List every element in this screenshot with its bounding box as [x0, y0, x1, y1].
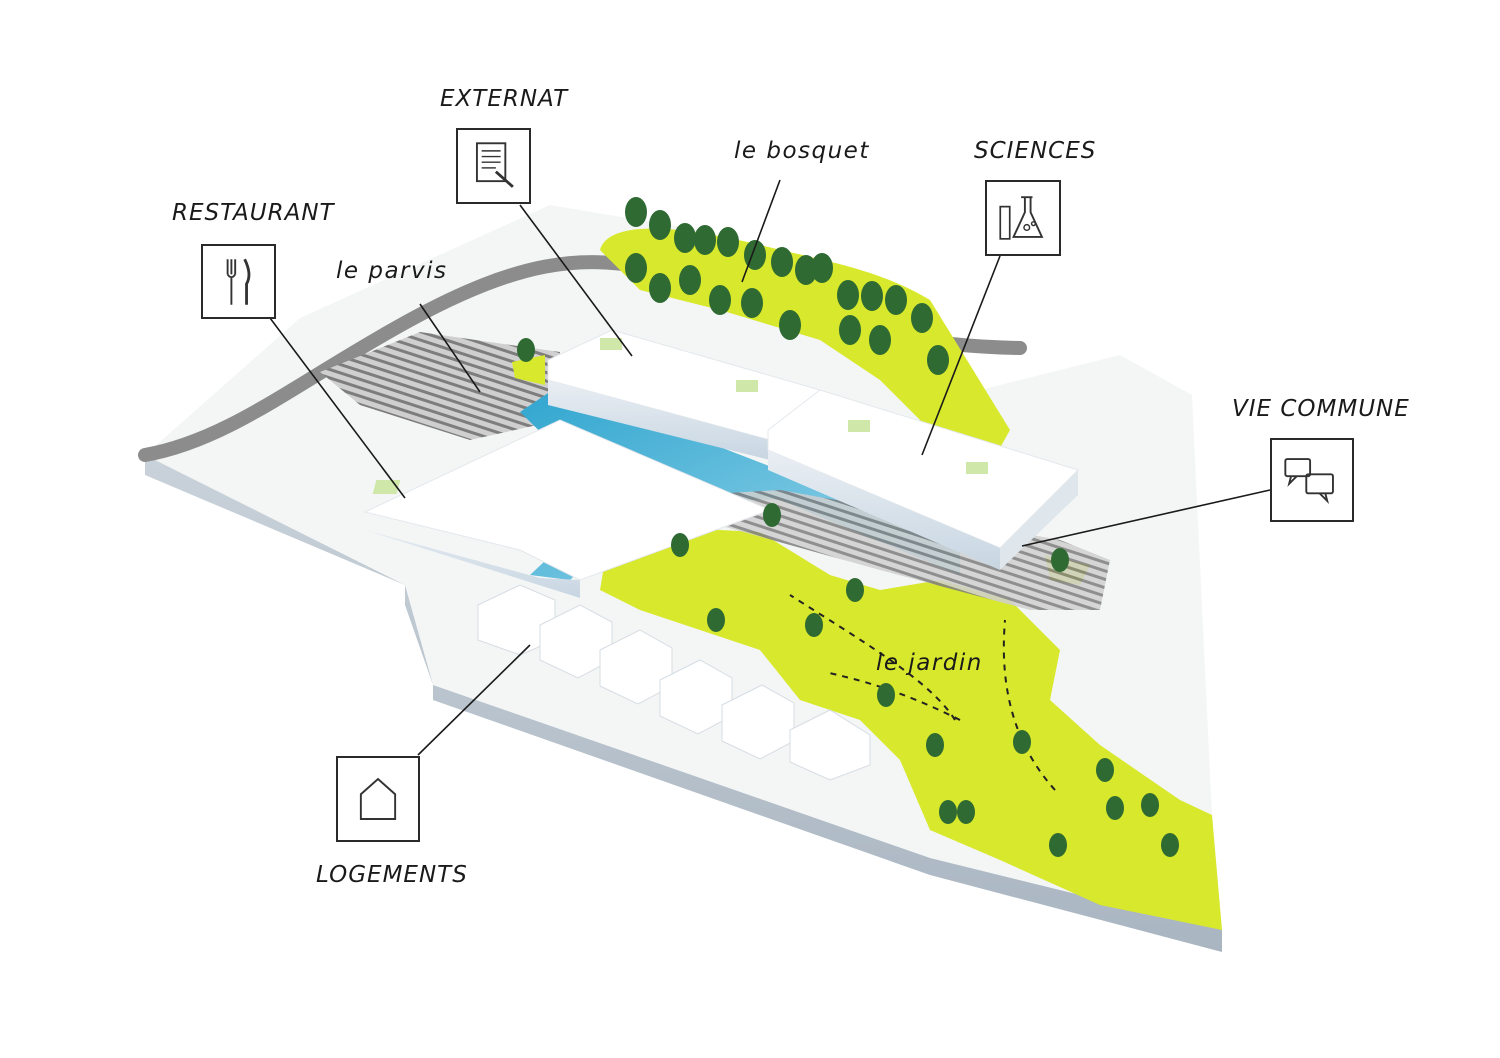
trees — [517, 197, 1179, 857]
fork-knife-icon — [226, 258, 251, 305]
restaurant-label: RESTAURANT — [172, 200, 335, 226]
sciences-label: SCIENCES — [974, 138, 1097, 164]
sciences-side — [768, 450, 1000, 570]
garden-paths — [789, 594, 1056, 791]
restaurant-icon-box — [201, 244, 276, 319]
sciences-skylight — [848, 420, 870, 432]
logements-blocks — [477, 584, 871, 781]
externat-label: EXTERNAT — [440, 86, 569, 112]
logements-label: LOGEMENTS — [316, 862, 468, 888]
logements-icon-box — [336, 756, 420, 842]
sciences-icon-box — [985, 180, 1061, 256]
leader-lines — [269, 179, 1271, 756]
sciences-skylight-2 — [966, 462, 988, 474]
chat-bubbles-icon — [1284, 458, 1334, 505]
externat-skylight-2 — [736, 380, 758, 392]
parvis-paving — [320, 332, 560, 440]
restaurant-side — [365, 512, 580, 598]
externat-skylight — [600, 338, 622, 350]
vie-commune-paving — [690, 490, 1110, 610]
bosquet-green — [600, 228, 1010, 448]
vie-commune-label: VIE COMMUNE — [1232, 396, 1410, 422]
house-icon — [359, 777, 397, 820]
jardin-green — [600, 528, 1222, 930]
externat-icon-box — [456, 128, 531, 204]
jardin-label: le jardin — [876, 650, 983, 676]
sciences-end — [1000, 470, 1078, 570]
bosquet-label: le bosquet — [734, 138, 870, 164]
parvis-label: le parvis — [336, 258, 448, 284]
vie-commune-icon-box — [1270, 438, 1354, 522]
document-pen-icon — [475, 142, 514, 188]
externat-side — [548, 380, 770, 460]
lab-flask-icon — [999, 196, 1044, 240]
parvis-green — [512, 355, 545, 385]
